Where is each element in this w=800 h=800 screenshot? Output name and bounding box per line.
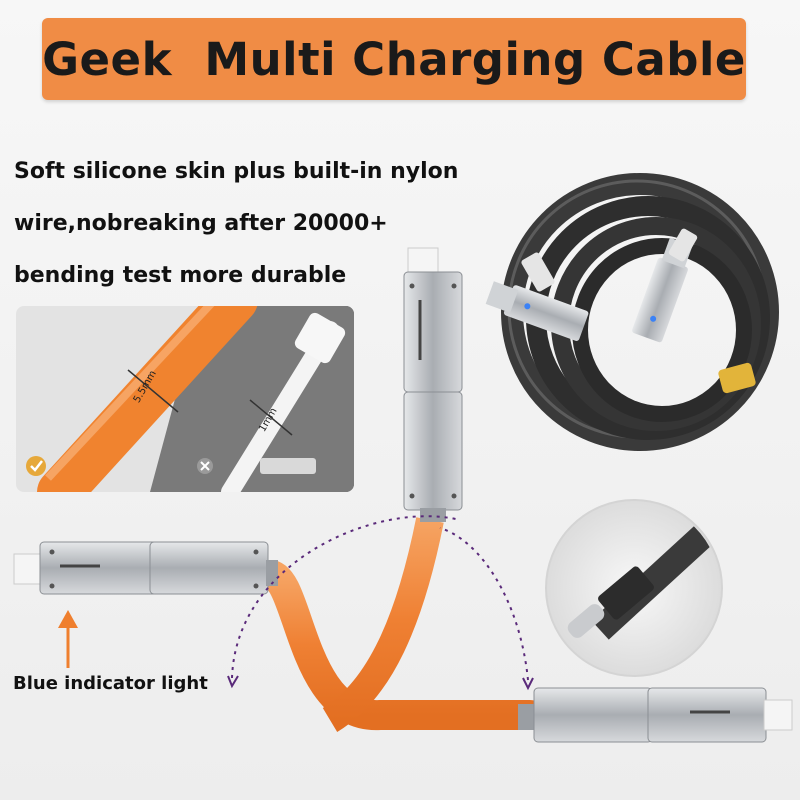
- x-icon: [197, 458, 213, 474]
- arrow-head-right: [522, 677, 534, 691]
- indicator-arrow: [58, 610, 78, 668]
- arrow-head-left: [227, 675, 239, 689]
- coiled-black-cable: [485, 173, 779, 451]
- rotation-arrows: [231, 515, 529, 681]
- check-icon: [26, 456, 46, 476]
- left-connector: [13, 541, 278, 595]
- indicator-callout: Blue indicator light: [13, 673, 208, 694]
- description-line: Soft silicone skin plus built-in nylon: [14, 159, 459, 184]
- description-line: wire,nobreaking after 20000+: [14, 211, 388, 236]
- thickness-comparison-inset: 5.5mm 1mm: [16, 306, 354, 492]
- title-banner: Geek Multi Charging Cable: [42, 18, 746, 100]
- vertical-connector: [403, 247, 463, 522]
- usb-c-closeup-inset: [545, 499, 723, 677]
- orange-cable-main: [0, 517, 545, 732]
- feature-description: Soft silicone skin plus built-in nylon w…: [14, 146, 514, 302]
- description-line: bending test more durable: [14, 263, 347, 288]
- right-connector: [518, 687, 793, 743]
- page-title: Geek Multi Charging Cable: [42, 32, 746, 86]
